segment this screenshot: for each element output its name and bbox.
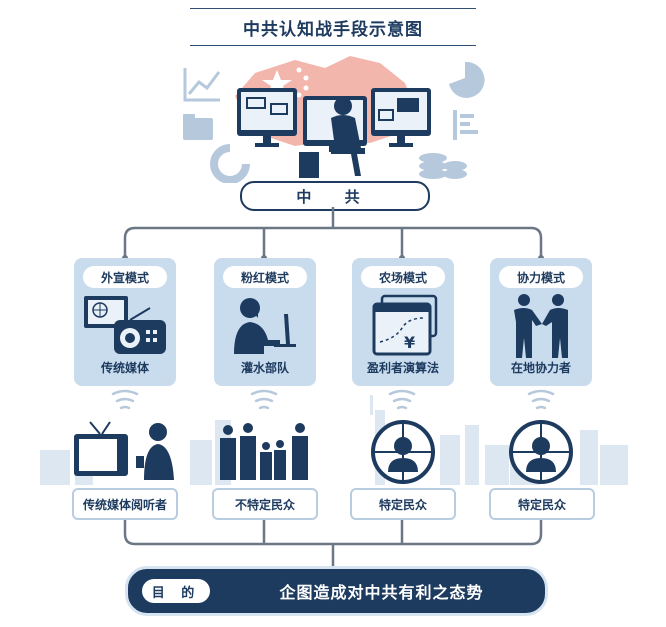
mode-card-pink: 粉红模式 灌水部队 [214,258,316,386]
audience-label: 特定民众 [489,488,595,520]
mode-card-collaborator: 协力模式 在地协力者 [490,258,592,386]
signal-wave-icon [527,389,555,410]
goal-banner: 目 的 企图造成对中共有利之态势 [125,566,548,616]
pie-chart-icon [449,61,485,98]
signal-wave-icon [250,389,278,410]
diagram-title: 中共认知战手段示意图 [243,19,423,40]
coins-icon [419,153,467,179]
operator-silhouette-icon [299,97,365,178]
mode-footer: 灌水部队 [240,361,289,375]
mode-label: 外宣模式 [83,266,167,288]
handshake-icon [514,294,568,358]
algorithm-window-icon: ¥ [372,294,438,356]
star-icon [262,70,292,96]
signal-wave-icon [388,389,416,410]
mode-card-propaganda: 外宣模式 传统媒体 [74,258,176,386]
goal-text: 企图造成对中共有利之态势 [279,583,484,602]
mode-footer: 传统媒体 [100,361,149,375]
growth-chart-icon [183,68,221,102]
header-illustration [183,56,485,183]
mode-card-farm: 农场模式 ¥ 盈利者演算法 [352,258,454,386]
mode-footer: 在地协力者 [510,361,571,375]
audience-label: 不特定民众 [212,488,318,520]
svg-text:¥: ¥ [404,333,415,352]
mode-label: 协力模式 [499,266,583,288]
radio-tv-icon [84,296,166,354]
goal-label: 目 的 [142,579,210,603]
mode-label: 农场模式 [361,266,445,288]
diagram-title-frame: 中共认知战手段示意图 [190,8,476,46]
signal-wave-icon [111,389,139,410]
target-person-icon [371,420,435,484]
monitor-left-icon [237,88,297,147]
audience-label: 特定民众 [350,488,456,520]
tv-viewer-icon [74,421,174,480]
audience-label: 传统媒体阅听者 [72,488,178,520]
typist-icon [234,298,296,354]
crowd-icon [220,423,308,480]
mode-label: 粉红模式 [223,266,307,288]
mode-footer: 盈利者演算法 [366,361,439,375]
target-person-icon [509,420,573,484]
signal-waves [111,389,555,410]
bar-chart-icon [453,110,478,140]
monitor-right-icon [371,88,431,147]
folder-icon [183,114,213,140]
donut-chart-icon [210,144,250,183]
ccp-center-node: 中 共 [240,181,430,211]
